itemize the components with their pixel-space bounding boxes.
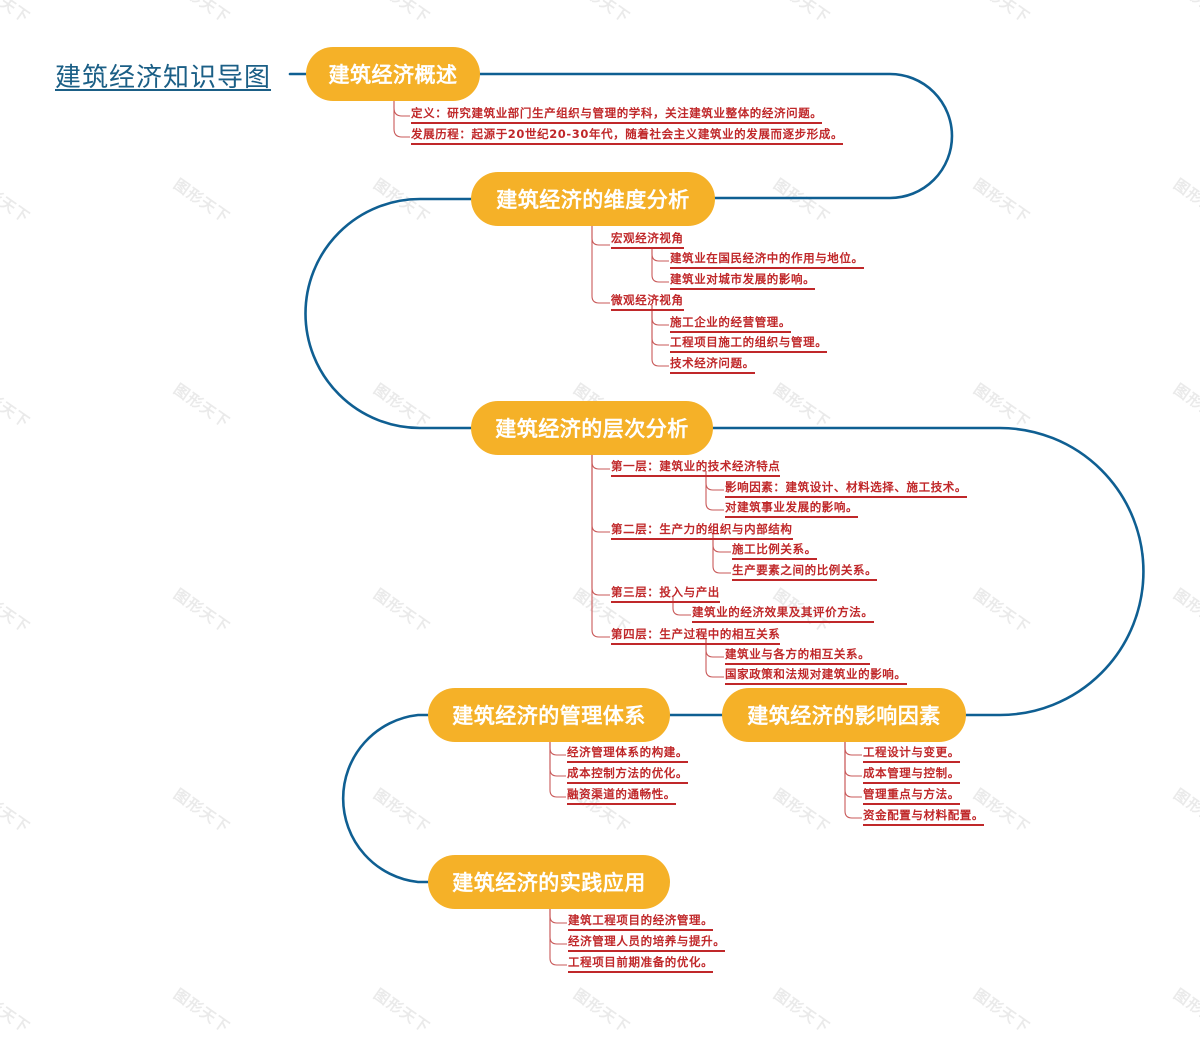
watermark-text: 图形天下 <box>170 985 234 1037</box>
watermark-text: 图形天下 <box>1170 985 1200 1037</box>
leaf-macro-role[interactable]: 建筑业在国民经济中的作用与地位。 <box>670 251 864 269</box>
watermark-text: 图形天下 <box>570 0 634 27</box>
watermark-text: 图形天下 <box>370 380 434 432</box>
watermark-text: 图形天下 <box>770 785 834 837</box>
leaf-practice-personnel[interactable]: 经济管理人员的培养与提升。 <box>568 934 726 952</box>
topic-influencing-factors[interactable]: 建筑经济的影响因素 <box>722 688 966 742</box>
leaf-practice-project[interactable]: 建筑工程项目的经济管理。 <box>568 913 714 931</box>
topic-overview[interactable]: 建筑经济概述 <box>306 47 480 101</box>
watermark-text: 图形天下 <box>170 175 234 227</box>
watermark-text: 图形天下 <box>970 0 1034 27</box>
leaf-management-system[interactable]: 经济管理体系的构建。 <box>567 745 688 763</box>
subtopic-level-3[interactable]: 第三层：投入与产出 <box>611 585 720 603</box>
watermark-text: 图形天下 <box>0 380 34 432</box>
leaf-micro-project[interactable]: 工程项目施工的组织与管理。 <box>670 335 828 353</box>
subtopic-level-2[interactable]: 第二层：生产力的组织与内部结构 <box>611 522 793 540</box>
leaf-level-2-construction-ratio[interactable]: 施工比例关系。 <box>732 542 817 560</box>
leaf-factor-focus[interactable]: 管理重点与方法。 <box>863 787 960 805</box>
leaf-level-2-factor-ratio[interactable]: 生产要素之间的比例关系。 <box>732 563 878 581</box>
watermark-text: 图形天下 <box>0 0 34 27</box>
watermark-text: 图形天下 <box>370 785 434 837</box>
watermark-text: 图形天下 <box>1170 380 1200 432</box>
topic-management-system[interactable]: 建筑经济的管理体系 <box>428 688 670 742</box>
leaf-history[interactable]: 发展历程：起源于20世纪20-30年代，随着社会主义建筑业的发展而逐步形成。 <box>411 127 844 145</box>
watermark-text: 图形天下 <box>0 985 34 1037</box>
watermark-text: 图形天下 <box>370 175 434 227</box>
leaf-level-4-parties[interactable]: 建筑业与各方的相互关系。 <box>725 647 871 665</box>
watermark-text: 图形天下 <box>370 985 434 1037</box>
watermark-text: 图形天下 <box>1170 785 1200 837</box>
subtopic-micro-perspective[interactable]: 微观经济视角 <box>611 293 684 311</box>
leaf-macro-urban[interactable]: 建筑业对城市发展的影响。 <box>670 272 816 290</box>
watermark-text: 图形天下 <box>970 985 1034 1037</box>
subtopic-macro-perspective[interactable]: 宏观经济视角 <box>611 231 684 249</box>
watermark-text: 图形天下 <box>770 985 834 1037</box>
leaf-practice-preparation[interactable]: 工程项目前期准备的优化。 <box>568 955 714 973</box>
leaf-factor-design[interactable]: 工程设计与变更。 <box>863 745 960 763</box>
watermark-text: 图形天下 <box>970 175 1034 227</box>
watermark-text: 图形天下 <box>0 175 34 227</box>
leaf-factor-cost[interactable]: 成本管理与控制。 <box>863 766 960 784</box>
leaf-management-cost-control[interactable]: 成本控制方法的优化。 <box>567 766 688 784</box>
watermark-text: 图形天下 <box>770 0 834 27</box>
leaf-micro-enterprise[interactable]: 施工企业的经营管理。 <box>670 315 791 333</box>
leaf-definition[interactable]: 定义：研究建筑业部门生产组织与管理的学科，关注建筑业整体的经济问题。 <box>411 106 823 124</box>
watermark-text: 图形天下 <box>570 985 634 1037</box>
subtopic-level-1[interactable]: 第一层：建筑业的技术经济特点 <box>611 459 781 477</box>
watermark-text: 图形天下 <box>0 585 34 637</box>
watermark-text: 图形天下 <box>370 585 434 637</box>
root-topic-title[interactable]: 建筑经济知识导图 <box>55 63 272 93</box>
watermark-text: 图形天下 <box>170 380 234 432</box>
leaf-micro-tech[interactable]: 技术经济问题。 <box>670 356 755 374</box>
watermark-text: 图形天下 <box>970 585 1034 637</box>
watermark-text: 图形天下 <box>1170 0 1200 27</box>
watermark-text: 图形天下 <box>170 785 234 837</box>
watermark-text: 图形天下 <box>770 380 834 432</box>
watermark-text: 图形天下 <box>370 0 434 27</box>
watermark-text: 图形天下 <box>770 175 834 227</box>
watermark-text: 图形天下 <box>0 785 34 837</box>
watermark-text: 图形天下 <box>1170 585 1200 637</box>
watermark-text: 图形天下 <box>170 585 234 637</box>
watermark-text: 图形天下 <box>170 0 234 27</box>
leaf-level-1-factors[interactable]: 影响因素：建筑设计、材料选择、施工技术。 <box>725 480 967 498</box>
leaf-level-4-policy[interactable]: 国家政策和法规对建筑业的影响。 <box>725 667 907 685</box>
topic-practical-application[interactable]: 建筑经济的实践应用 <box>428 855 670 909</box>
leaf-level-3-evaluation[interactable]: 建筑业的经济效果及其评价方法。 <box>692 605 874 623</box>
subtopic-level-4[interactable]: 第四层：生产过程中的相互关系 <box>611 627 781 645</box>
topic-level-analysis[interactable]: 建筑经济的层次分析 <box>471 401 713 455</box>
leaf-management-financing[interactable]: 融资渠道的通畅性。 <box>567 787 676 805</box>
watermark-text: 图形天下 <box>970 380 1034 432</box>
watermark-text: 图形天下 <box>1170 175 1200 227</box>
leaf-factor-allocation[interactable]: 资金配置与材料配置。 <box>863 808 984 826</box>
topic-dimension-analysis[interactable]: 建筑经济的维度分析 <box>471 172 715 226</box>
leaf-level-1-impact[interactable]: 对建筑事业发展的影响。 <box>725 500 859 518</box>
